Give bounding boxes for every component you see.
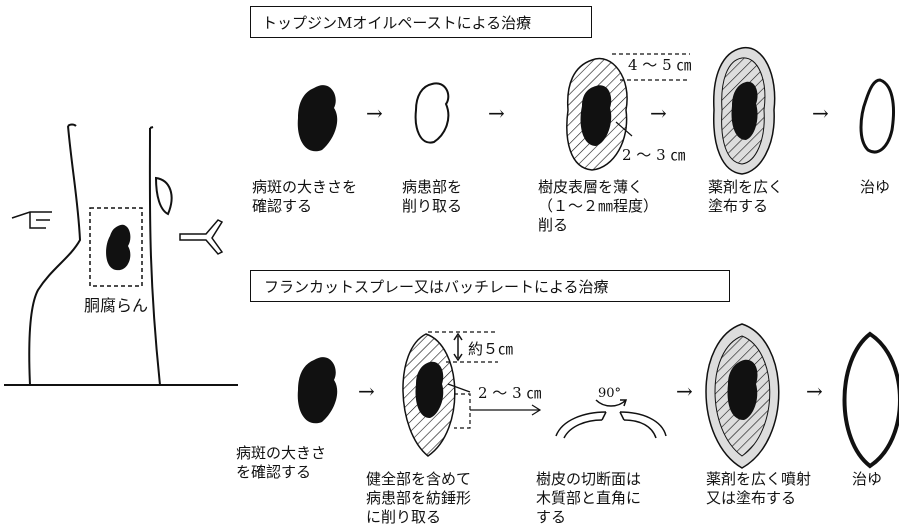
tree-label: 胴腐らん <box>84 296 148 315</box>
s1-measure-outer: 4 ～ 5 ㎝ <box>628 56 691 75</box>
s1-scraped-outline <box>416 83 449 142</box>
s2-step-5: 治ゆ <box>852 470 882 489</box>
s1-step-3: 樹皮表層を薄く （１～２㎜程度） 削る <box>538 178 658 235</box>
s2-angle: 90° <box>598 384 621 403</box>
s2-step-2: 健全部を含めて 病患部を紡錘形 に削り取る <box>366 470 471 527</box>
s1-measure-inner: 2 ～ 3 ㎝ <box>622 146 685 165</box>
section1-title: トップジンMオイルペーストによる治療 <box>262 12 531 33</box>
s2-arrow-3: → <box>806 382 823 401</box>
s1-step-5: 治ゆ <box>860 178 890 197</box>
s1-arrow-3: → <box>650 104 667 123</box>
s1-step-4: 薬剤を広く 塗布する <box>708 178 783 216</box>
s2-arrow-1: → <box>358 382 375 401</box>
s2-lesion-1 <box>298 357 337 423</box>
s2-step-3: 樹皮の切断面は 木質部と直角に する <box>536 470 641 527</box>
s2-measure-outer: 約５㎝ <box>468 340 513 359</box>
pointing-hand-icon <box>12 212 52 228</box>
tree-lesion <box>106 225 130 270</box>
section2-title: フランカットスプレー又はバッチレートによる治療 <box>264 276 609 297</box>
s1-arrow-4: → <box>812 104 829 123</box>
s2-step-4: 薬剤を広く噴射 又は塗布する <box>706 470 811 508</box>
s1-step-1: 病斑の大きさを 確認する <box>252 178 357 216</box>
s2-healed <box>845 334 899 466</box>
s2-bark-cross-section <box>556 400 666 438</box>
s2-arrow-2: → <box>676 382 693 401</box>
s1-arrow-1: → <box>366 104 383 123</box>
s2-double-arrow <box>454 334 462 360</box>
s2-measure-inner: 2 ～ 3 ㎝ <box>478 384 541 403</box>
s1-lesion-1 <box>298 85 337 151</box>
s2-step-1: 病斑の大きさ を確認する <box>236 444 326 482</box>
split-arrow-icon <box>180 220 222 254</box>
s1-healed <box>861 80 894 152</box>
s1-arrow-2: → <box>488 104 505 123</box>
s1-step-2: 病患部を 削り取る <box>402 178 462 216</box>
s1-lesion-3 <box>732 82 758 140</box>
